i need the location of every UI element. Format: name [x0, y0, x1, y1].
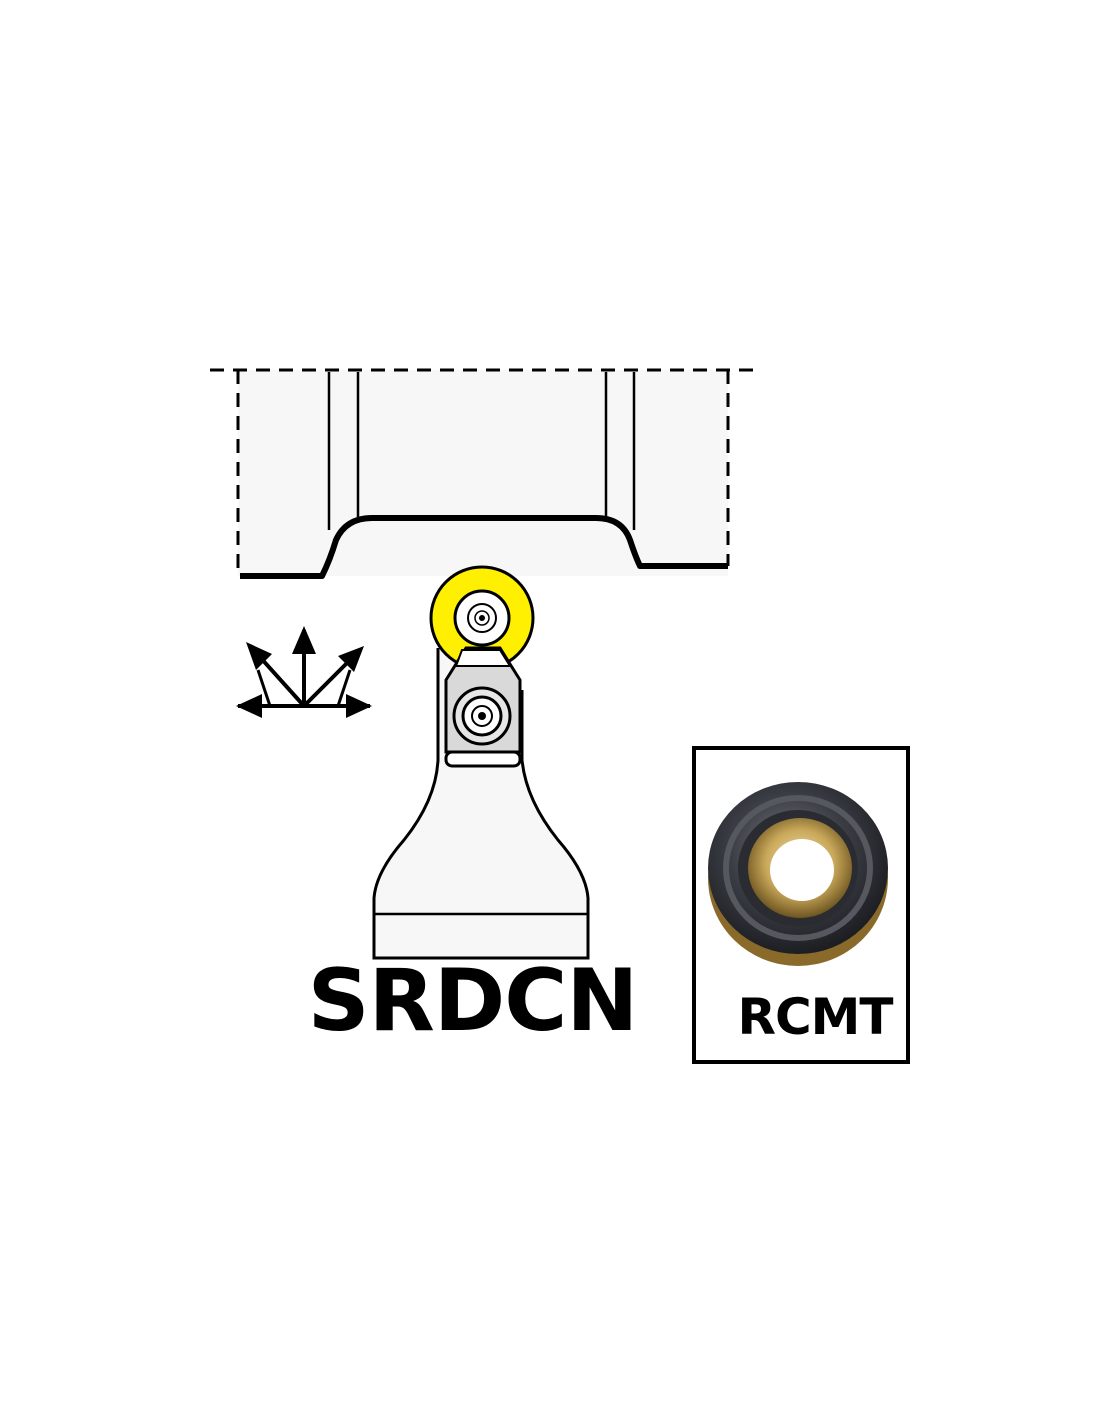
insert-photo — [708, 782, 888, 966]
tool-shank — [372, 648, 590, 960]
insert-panel: RCMT — [692, 746, 910, 1064]
clamp-block — [444, 646, 522, 768]
workpiece-section — [210, 368, 755, 579]
insert-designation: RCMT — [737, 988, 893, 1046]
multi-direction-arrows-icon — [236, 626, 372, 718]
round-insert — [429, 565, 535, 671]
holder-designation: SRDCN — [307, 951, 639, 1051]
